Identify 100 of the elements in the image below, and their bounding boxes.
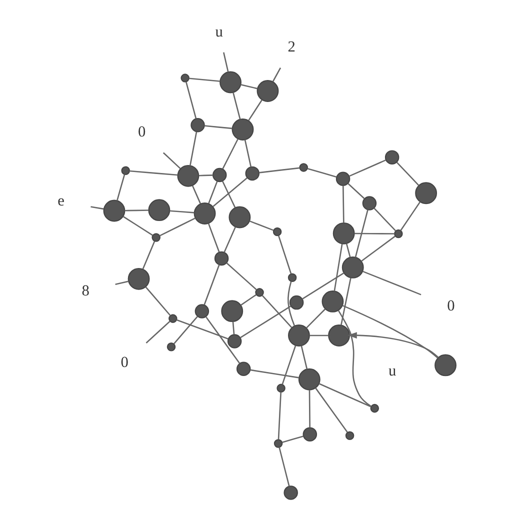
connector <box>396 162 420 186</box>
connector <box>354 209 368 258</box>
connector <box>342 304 438 358</box>
connector <box>122 216 154 236</box>
connector <box>222 180 236 208</box>
node-circle <box>220 71 242 94</box>
connector <box>124 210 149 212</box>
connector <box>145 286 171 316</box>
connector <box>189 132 198 166</box>
connector <box>374 208 396 232</box>
connector <box>173 316 198 344</box>
connector <box>208 223 220 252</box>
connector <box>346 244 351 258</box>
node-circle <box>394 229 403 238</box>
connector <box>250 369 299 378</box>
node-circle <box>221 300 244 322</box>
node-circle <box>180 74 190 82</box>
node-text: 0 <box>120 354 128 371</box>
node-text: e <box>58 192 64 210</box>
node-circle <box>128 268 150 290</box>
connector <box>338 310 372 407</box>
connector <box>198 174 214 176</box>
connector <box>348 183 365 200</box>
connector <box>232 92 241 120</box>
node-circle <box>168 314 178 323</box>
connector <box>224 226 236 253</box>
connector <box>334 244 343 292</box>
node-circle <box>103 200 126 222</box>
node-circle <box>166 342 176 352</box>
node-circle <box>345 431 354 440</box>
connector <box>240 306 292 338</box>
node-circle <box>362 196 377 210</box>
node-circle <box>121 166 130 176</box>
connector <box>278 392 282 440</box>
connector <box>300 346 308 370</box>
connector <box>240 84 258 90</box>
connector <box>310 334 328 336</box>
node-circle <box>342 256 364 278</box>
node-circle <box>328 324 350 346</box>
connector <box>342 186 344 223</box>
node-text: 8 <box>82 282 90 300</box>
connector <box>208 181 218 204</box>
connector <box>258 167 300 174</box>
node-circle <box>322 290 344 312</box>
connector <box>340 278 352 326</box>
node-text: u <box>215 24 223 41</box>
node-circle <box>177 164 200 187</box>
node-circle <box>370 404 380 413</box>
node-circle <box>227 334 242 348</box>
node-circle <box>236 362 251 376</box>
connector <box>146 320 170 344</box>
connector <box>90 206 104 210</box>
node-circle <box>276 384 286 393</box>
node-circle <box>190 118 205 132</box>
node-circle <box>255 288 264 297</box>
node-circle <box>272 227 282 236</box>
connector <box>282 345 296 385</box>
connector <box>204 125 232 130</box>
connector <box>232 322 235 335</box>
connector <box>315 388 348 433</box>
connector <box>318 383 372 408</box>
node-circle <box>302 427 318 442</box>
connector <box>308 390 310 428</box>
connector <box>159 218 196 236</box>
connector <box>272 68 282 82</box>
connector <box>204 264 220 305</box>
connector <box>282 436 304 444</box>
node-circle <box>245 166 260 181</box>
connector <box>142 241 156 270</box>
connector <box>116 174 126 201</box>
node-circle <box>256 80 279 102</box>
node-circle <box>152 233 160 242</box>
node-circle <box>434 354 456 376</box>
connector <box>206 316 240 364</box>
node-circle <box>194 202 216 224</box>
connector <box>130 170 178 176</box>
connector <box>354 232 394 234</box>
connector <box>349 159 386 177</box>
node-circle <box>274 439 283 448</box>
node-circle <box>299 163 308 172</box>
node-circle <box>194 304 210 318</box>
connector <box>162 152 181 170</box>
connector <box>262 295 292 328</box>
connector <box>278 236 292 274</box>
node-text: 0 <box>138 124 146 141</box>
connector <box>362 270 422 296</box>
node-circle <box>228 206 251 228</box>
connector <box>249 220 274 231</box>
connector <box>212 177 248 207</box>
node-circle <box>289 295 304 310</box>
node-circle <box>336 172 350 186</box>
node-circle <box>212 168 227 182</box>
arrow <box>348 332 439 358</box>
connector <box>306 308 326 328</box>
connector <box>186 82 197 119</box>
connector <box>170 210 194 214</box>
connector <box>240 294 257 306</box>
node-text: 2 <box>288 38 296 56</box>
node-circle <box>384 150 400 164</box>
connector <box>192 186 202 204</box>
